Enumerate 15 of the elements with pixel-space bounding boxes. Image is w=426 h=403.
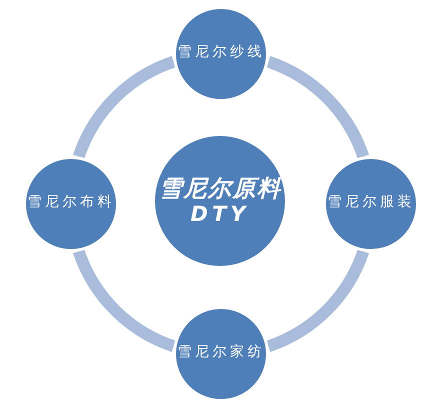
circle-node xyxy=(173,6,269,102)
node-label: 雪尼尔布料 xyxy=(27,194,115,210)
ring-arc xyxy=(73,56,176,159)
circle-node xyxy=(323,156,419,252)
ring-arc xyxy=(266,249,369,352)
node-label: 雪尼尔家纺 xyxy=(177,344,265,360)
node-label: 雪尼尔原料 xyxy=(158,176,282,202)
ring-arc xyxy=(73,249,176,352)
node-label: 雪尼尔纱线 xyxy=(177,44,265,60)
node-label: 雪尼尔服装 xyxy=(327,194,415,210)
circle-node xyxy=(152,133,288,269)
ring-arc xyxy=(266,56,369,159)
circle-node xyxy=(23,156,119,252)
node-label: DTY xyxy=(190,202,250,226)
circle-node xyxy=(173,306,269,402)
